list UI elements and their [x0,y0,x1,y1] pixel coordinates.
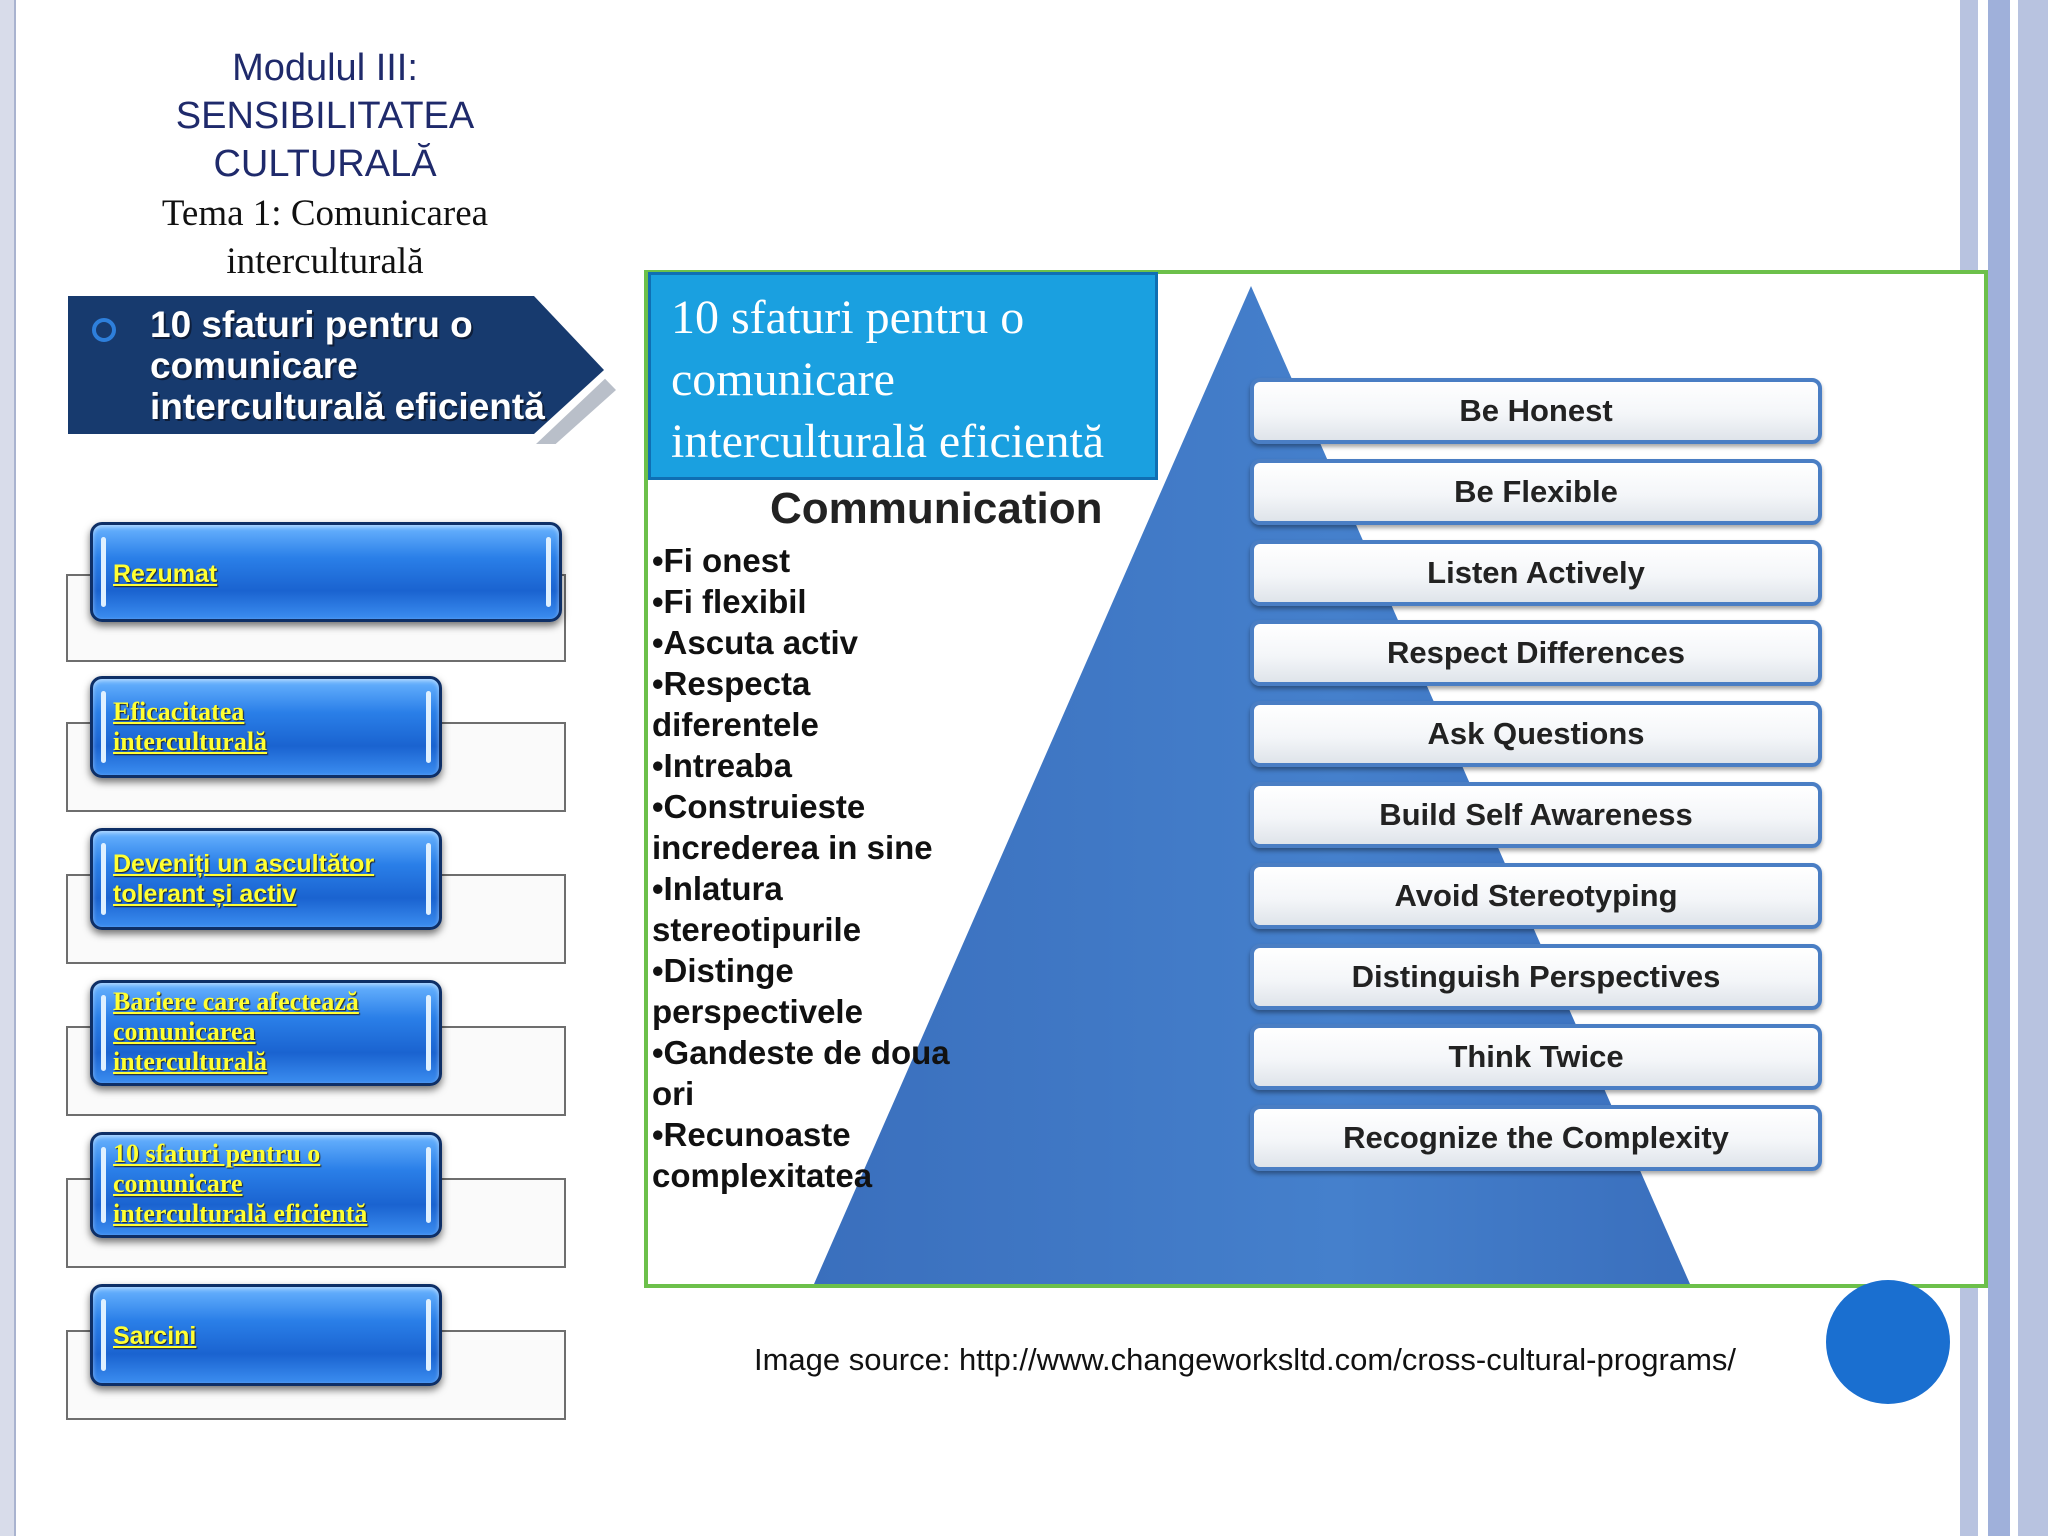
nav-link-label[interactable]: Eficacitatea interculturală [113,697,267,757]
tip-line: •Intreaba [652,747,792,784]
bullet-circle-icon [92,318,116,342]
pyramid-step: Think Twice [1250,1024,1822,1090]
tip-line: •Construieste [652,788,866,825]
active-topic-line: 10 sfaturi pentru o [150,304,473,345]
content-title-line: 10 sfaturi pentru o [671,291,1025,344]
topic-subtitle-line: Tema 1: Comunicarea [161,193,489,234]
nav-link-line[interactable]: interculturală [113,727,268,756]
tip-line: complexitatea [652,1157,873,1194]
active-topic-line: comunicare [150,345,358,386]
pyramid-step: Avoid Stereotyping [1250,863,1822,929]
pyramid-step-label: Be Honest [1459,393,1613,428]
pyramid-step: Distinguish Perspectives [1250,944,1822,1010]
nav-link-line[interactable]: comunicarea [113,1017,256,1046]
left-edge-decoration [0,0,16,1536]
nav-button-sarcini[interactable]: Sarcini [90,1284,442,1386]
nav-button-ascultator[interactable]: Deveniți un ascultător tolerant și activ [90,828,442,930]
tip-line: •Fi flexibil [652,583,807,620]
nav-link-label[interactable]: 10 sfaturi pentru o comunicare intercult… [113,1139,367,1229]
pyramid-step-label: Think Twice [1448,1039,1624,1074]
tip-line: stereotipurile [652,911,862,948]
pyramid-step-label: Distinguish Perspectives [1351,959,1721,994]
pyramid-step-label: Recognize the Complexity [1343,1120,1729,1155]
tip-line: •Inlatura [652,870,783,907]
right-stripe [2018,0,2048,1536]
pyramid-step: Be Honest [1250,378,1822,444]
pyramid-step: Listen Actively [1250,540,1822,606]
nav-link-line[interactable]: 10 sfaturi pentru o [113,1139,321,1168]
content-title: 10 sfaturi pentru o comunicare intercult… [671,287,1161,473]
tip-line: •Distinge [652,952,794,989]
nav-link-label[interactable]: Bariere care afectează comunicarea inter… [113,987,359,1077]
tip-line: •Gandeste de doua [652,1034,950,1071]
tips-list: •Fi onest •Fi flexibil •Ascuta activ •Respe… [652,540,1012,1196]
pyramid-step-label: Avoid Stereotyping [1394,878,1678,913]
nav-link-line[interactable]: Bariere care afectează [113,987,359,1016]
tip-line: •Recunoaste [652,1116,851,1153]
pyramid-step: Be Flexible [1250,459,1822,525]
module-title: Modulul III: SENSIBILITATEA CULTURALĂ [140,44,510,188]
nav-button-bariere[interactable]: Bariere care afectează comunicarea inter… [90,980,442,1086]
nav-link-label[interactable]: Deveniți un ascultător tolerant și activ [113,849,374,909]
pyramid-step-label: Build Self Awareness [1379,797,1693,832]
pyramid-step: Recognize the Complexity [1250,1105,1822,1171]
nav-link-line[interactable]: interculturală eficientă [113,1199,368,1228]
nav-link-line[interactable]: Eficacitatea [113,697,245,726]
tip-line: increderea in sine [652,829,933,866]
module-title-line: Modulul III: [232,47,418,89]
tip-line: •Ascuta activ [652,624,858,661]
nav-link-line[interactable]: tolerant și activ [113,880,297,908]
pyramid-step: Ask Questions [1250,701,1822,767]
nav-link-label[interactable]: Rezumat [113,559,217,589]
nav-link-line[interactable]: Deveniți un ascultător [113,850,375,878]
content-title-line: interculturală eficientă [671,415,1105,468]
tip-line: perspectivele [652,993,863,1030]
active-topic-banner: 10 sfaturi pentru o comunicare intercult… [62,294,622,444]
nav-button-10-sfaturi[interactable]: 10 sfaturi pentru o comunicare intercult… [90,1132,442,1238]
banner-arrow-shape [62,296,616,444]
active-topic-line: interculturală eficientă [150,386,545,427]
pyramid-step: Respect Differences [1250,620,1822,686]
pyramid-step-label: Respect Differences [1386,635,1686,670]
nav-button-rezumat[interactable]: Rezumat [90,522,562,622]
module-title-line: CULTURALĂ [213,143,437,185]
nav-link-label[interactable]: Sarcini [113,1321,196,1351]
pyramid-step-label: Ask Questions [1427,716,1645,751]
active-topic-title: 10 sfaturi pentru o comunicare intercult… [150,304,590,427]
decorative-circle [1826,1280,1950,1404]
content-title-box: 10 sfaturi pentru o comunicare intercult… [648,272,1158,480]
tip-line: •Respecta [652,665,811,702]
pyramid-step-label: Listen Actively [1427,555,1645,590]
module-title-line: SENSIBILITATEA [175,95,475,137]
nav-button-eficacitatea[interactable]: Eficacitatea interculturală [90,676,442,778]
tip-line: •Fi onest [652,542,791,579]
content-title-line: comunicare [671,353,895,406]
nav-link-line[interactable]: Sarcini [113,1322,197,1350]
right-stripe [1988,0,2010,1536]
right-stripe [2010,0,2018,1536]
nav-link-line[interactable]: comunicare [113,1169,243,1198]
pyramid-step-label: Be Flexible [1454,474,1618,509]
topic-subtitle: Tema 1: Comunicarea interculturală [120,190,530,286]
pyramid-step: Build Self Awareness [1250,782,1822,848]
topic-subtitle-line: interculturală [226,241,424,282]
pyramid-heading: Communication [770,484,1103,533]
tip-line: diferentele [652,706,819,743]
nav-link-line[interactable]: Rezumat [113,560,218,588]
nav-link-line[interactable]: interculturală [113,1047,268,1076]
image-source-caption: Image source: http://www.changeworksltd.… [754,1342,1737,1377]
tip-line: ori [652,1075,695,1112]
